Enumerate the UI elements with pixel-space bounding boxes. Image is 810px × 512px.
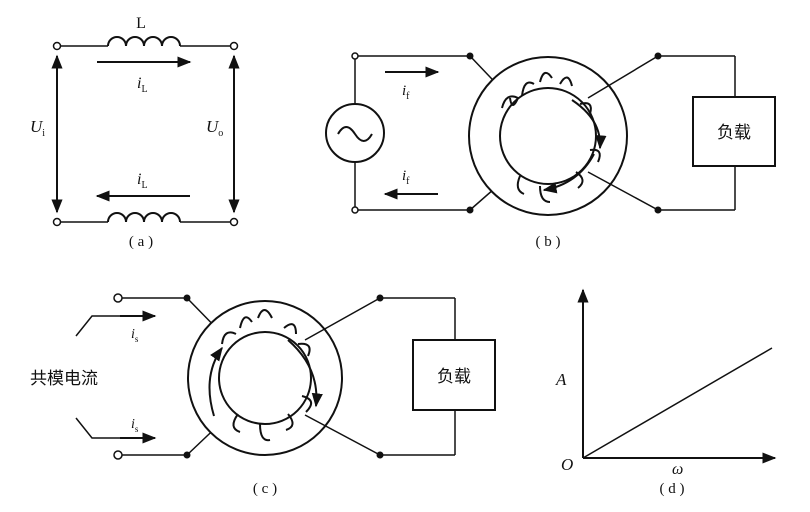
panel-d: A ω O ( d ) [555, 288, 777, 497]
caption-d: ( d ) [660, 481, 685, 497]
sine-wave-icon [337, 126, 373, 142]
voltage-in-label: Ui [30, 117, 45, 139]
x-axis-label: ω [672, 461, 683, 478]
terminal-top-left [52, 41, 62, 51]
flux-arrow-c1 [208, 346, 223, 417]
caption-a: ( a ) [129, 234, 153, 250]
load-box-c [412, 339, 496, 411]
flux-arrow-c2 [287, 339, 323, 408]
cm-line-top [75, 315, 150, 337]
current-bottom-label-b: if [402, 168, 410, 187]
toroid-core-c [187, 300, 343, 456]
load-label-c: 负载 [437, 367, 471, 387]
response-line [582, 347, 773, 459]
origin-label: O [561, 455, 573, 474]
current-top-label-b: if [402, 83, 410, 102]
inductor-label: L [136, 15, 146, 32]
toroid-core-b [468, 56, 628, 216]
common-mode-label: 共模电流 [30, 369, 98, 389]
terminal-bottom-left [52, 217, 62, 227]
load-box-b [692, 96, 776, 167]
inductor-top [61, 36, 230, 47]
terminal-bottom-right [229, 217, 239, 227]
voltage-out-label: Uo [206, 117, 223, 139]
y-axis-label: A [555, 370, 567, 389]
current-bottom-label: iL [137, 171, 148, 191]
current-top-label: iL [137, 75, 148, 95]
panel-b: 负载 if if ( b ) [325, 52, 776, 250]
panel-c: 共模电流 is is 负载 ( c ) [30, 293, 496, 497]
current-bottom-label-c: is [131, 417, 139, 434]
flux-arrow-b1 [571, 99, 607, 150]
current-top-label-c: is [131, 327, 139, 344]
flux-arrow-b2 [542, 153, 595, 194]
caption-c: ( c ) [253, 481, 277, 497]
inductor-bottom [61, 212, 230, 223]
caption-b: ( b ) [536, 234, 561, 250]
load-label-b: 负载 [717, 123, 751, 143]
terminal-top-right [229, 41, 239, 51]
panel-a: L iL iL Ui Uo ( a ) [30, 15, 240, 250]
cm-line-bottom [75, 417, 150, 439]
